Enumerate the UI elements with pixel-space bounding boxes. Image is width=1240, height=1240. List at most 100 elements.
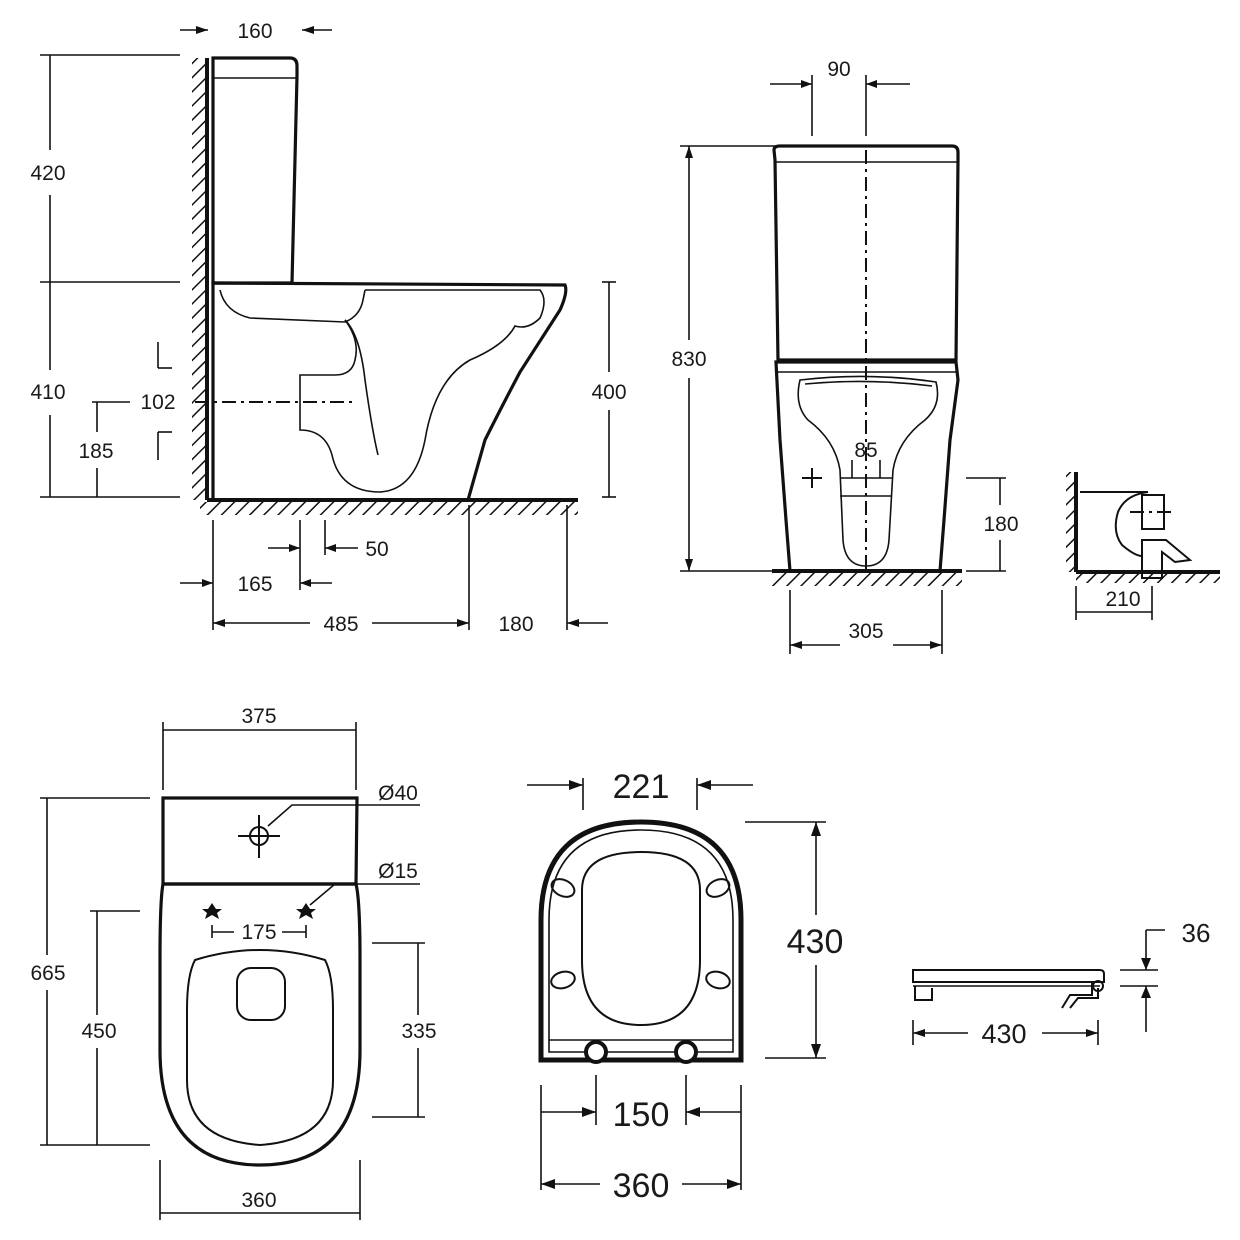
bowl-outline (774, 360, 960, 573)
hinge-right (674, 1040, 698, 1064)
seat-bumper (705, 878, 731, 898)
seat-bumper (550, 970, 576, 990)
dim-seat-opening: 335 (401, 1020, 436, 1043)
dim-bowl-length: 450 (81, 1020, 116, 1043)
bowl-trap-inner (344, 319, 379, 456)
bowl-trap (797, 375, 939, 567)
dim-inlet-offset: 90 (827, 58, 850, 81)
floor-hatch (772, 573, 962, 586)
dim-fixing-hole: Ø15 (378, 860, 418, 883)
bowl-outlet (236, 967, 286, 1021)
dim-bowl-width: 360 (241, 1189, 276, 1212)
cistern-outline (772, 144, 960, 362)
bowl-outline (211, 281, 568, 502)
front-view: 90 830 85 180 305 (671, 58, 1019, 654)
dim-arrow (582, 1107, 596, 1117)
seat-bumper (705, 970, 731, 990)
seat-lid-profile (912, 969, 1105, 983)
seat-view: 221 430 150 360 (527, 768, 843, 1205)
dim-tank-width: 375 (241, 705, 276, 728)
leader-line (309, 883, 420, 906)
dim-outlet-offset: 50 (365, 538, 388, 561)
bowl-rim-inner (219, 289, 366, 323)
leader-line (267, 804, 420, 827)
dim-rim-height: 400 (591, 381, 626, 404)
dim-arrow (697, 780, 711, 790)
hinge-profile (1061, 982, 1093, 1009)
fixing-hole-left (202, 903, 222, 919)
hinge-profile (1069, 988, 1099, 1009)
dim-arrow (1086, 1029, 1098, 1037)
dim-arrow (302, 26, 314, 34)
dim-seat-thickness: 36 (1182, 918, 1211, 948)
dim-arrow (913, 1029, 925, 1037)
dim-outlet-width: 85 (854, 439, 877, 462)
dim-arrow (300, 579, 311, 587)
dim-arrow (213, 619, 225, 627)
dim-seat-width: 360 (613, 1167, 670, 1205)
hinge-left (584, 1040, 608, 1064)
dim-arrow (685, 146, 693, 158)
dim-outlet-diameter: 102 (140, 391, 175, 414)
dim-inlet-height: 180 (983, 513, 1018, 536)
dim-arrow (866, 80, 877, 88)
bowl-trap (299, 289, 545, 493)
dim-overall-length: 665 (30, 962, 65, 985)
seat-side-view: 36 430 (912, 918, 1211, 1049)
dim-arrow (930, 641, 942, 649)
dim-arrow (801, 80, 812, 88)
outlet-shape (1080, 491, 1149, 557)
dim-hinge-spacing: 150 (613, 1096, 670, 1134)
dim-arrow (1141, 958, 1151, 970)
dim-arrow (790, 641, 802, 649)
wall-hatch (1066, 472, 1075, 572)
dim-arrow (685, 559, 693, 571)
dim-overall-height: 830 (671, 348, 706, 371)
bowl-inner (804, 380, 933, 387)
seat-buffer-profile (914, 986, 933, 1001)
dim-arrow (686, 1107, 700, 1117)
dim-outlet-from-wall: 165 (237, 573, 272, 596)
wall-hatch (192, 58, 205, 500)
dim-outlet-height: 185 (78, 440, 113, 463)
seat-bumper (550, 878, 576, 898)
floor-hatch (200, 502, 578, 515)
dim-outlet-depth: 210 (1105, 588, 1140, 611)
dim-arrow (1141, 986, 1151, 998)
dim-tank-height: 420 (30, 162, 65, 185)
dim-clearance: 180 (498, 613, 533, 636)
dim-flush-hole: Ø40 (378, 782, 418, 805)
dim-arrow (289, 544, 300, 552)
dim-seat-length: 430 (787, 923, 844, 961)
outlet-connector (1141, 539, 1193, 579)
dim-tank-depth: 160 (237, 20, 272, 43)
side-view: 160 420 410 185 102 400 (30, 20, 626, 636)
dim-arrow (202, 579, 213, 587)
dim-bowl-length: 485 (323, 613, 358, 636)
dim-arrow (325, 544, 336, 552)
dim-arrow (811, 1044, 821, 1058)
seat-inner-edge (548, 829, 734, 1053)
dim-seat-front-width: 221 (613, 768, 670, 806)
detail-view: 210 (1066, 472, 1220, 620)
dim-arrow (569, 780, 583, 790)
dim-arrow (811, 822, 821, 836)
seat-opening (581, 850, 701, 1027)
dim-base-width: 305 (848, 620, 883, 643)
bowl-top (158, 882, 362, 1167)
dim-bowl-height: 410 (30, 381, 65, 404)
dim-seat-side-length: 430 (981, 1019, 1026, 1049)
top-view: 375 Ø40 Ø15 175 665 450 335 360 (30, 705, 437, 1220)
hinge-pin (1092, 980, 1104, 992)
bowl-opening (186, 949, 334, 1147)
dim-arrow (727, 1179, 741, 1189)
dim-fixing-spacing: 175 (241, 921, 276, 944)
dim-arrow (567, 619, 579, 627)
cistern-outline (211, 56, 299, 285)
fixing-hole-right (296, 903, 316, 919)
dim-arrow (457, 619, 469, 627)
seat-outline (538, 819, 744, 1063)
dim-arrow (196, 26, 208, 34)
dim-arrow (541, 1179, 555, 1189)
